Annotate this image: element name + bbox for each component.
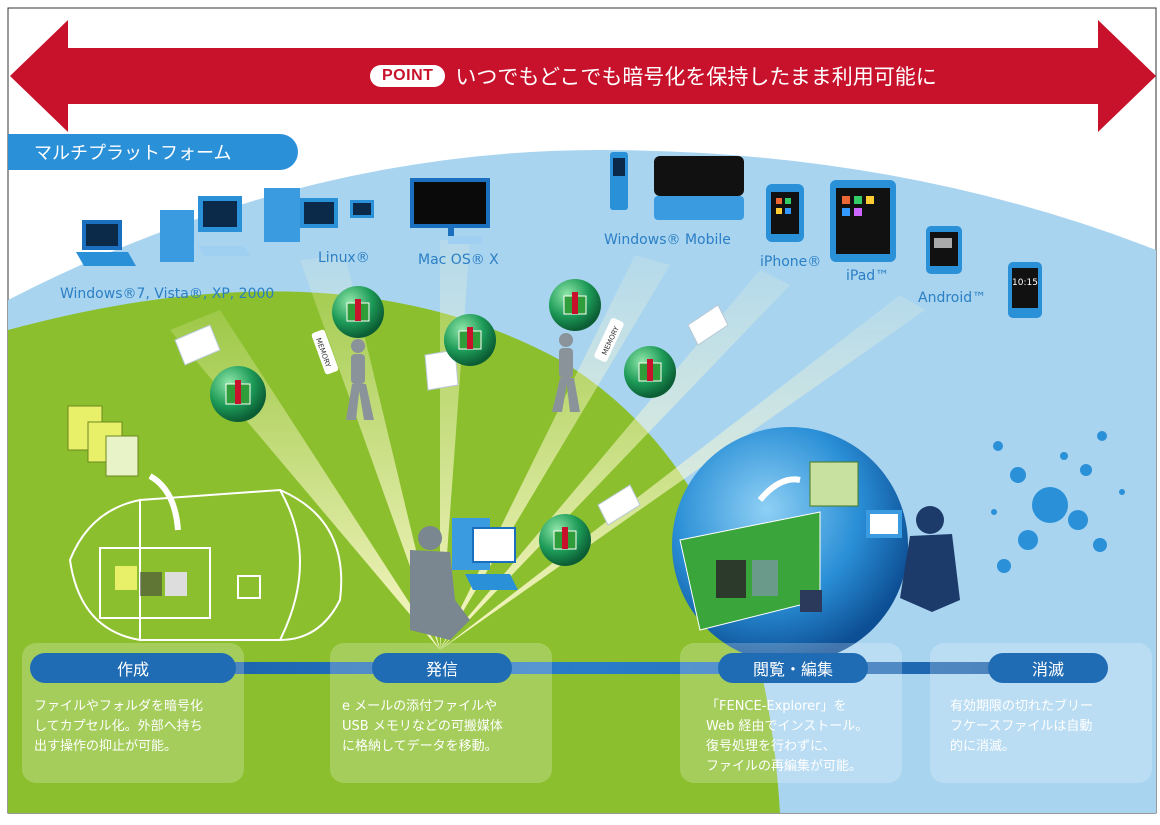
spreadsheet-icon	[809, 461, 859, 507]
banner-arrow	[10, 20, 1156, 132]
arrow-icon	[757, 476, 801, 502]
process-timeline	[140, 662, 1040, 674]
windows-mobile-label: Windows® Mobile	[604, 232, 731, 248]
encapsulation-illustration	[67, 405, 343, 642]
person-walking-icon	[346, 339, 374, 420]
linux-pc-icon	[264, 188, 374, 242]
step-title-view: 閲覧・編集	[718, 653, 868, 683]
windows-mobile-phone-icon	[610, 152, 628, 210]
encrypted-briefcase-balls	[210, 279, 676, 566]
envelope-icon	[597, 484, 641, 526]
person-icon	[418, 526, 442, 550]
linux-label: Linux®	[318, 250, 370, 266]
step-title-expire: 消滅	[988, 653, 1108, 683]
step-desc-expire: 有効期限の切れたブリー フケースファイルは自動 的に消滅。	[950, 699, 1094, 754]
clock-text: 10:15	[1012, 278, 1038, 288]
step-desc-view: 「FENCE-Explorer」を Web 経由でインストール。 復号処理を行わ…	[706, 699, 869, 774]
mac-label: Mac OS® X	[418, 252, 499, 268]
android-label: Android™	[918, 290, 987, 306]
iphone-icon	[766, 184, 804, 242]
step-title-create: 作成	[30, 653, 236, 683]
ipad-icon	[830, 180, 896, 262]
ipad-label: iPad™	[846, 268, 890, 284]
person-icon	[916, 506, 944, 534]
android-clock-phone-icon: 10:15	[1008, 262, 1042, 318]
central-user-computer	[410, 518, 518, 640]
email-envelopes	[174, 304, 729, 526]
step-desc-create: ファイルやフォルダを暗号化 してカプセル化。外部へ持ち 出す操作の抑止が可能。	[34, 699, 204, 754]
walking-people	[346, 333, 580, 420]
laptop-user	[866, 506, 960, 612]
view-edit-globe	[672, 427, 908, 663]
iphone-label: iPhone®	[760, 254, 822, 270]
document-icon	[105, 435, 139, 477]
vanishing-bubbles	[991, 431, 1125, 573]
padlock-icon	[237, 575, 261, 599]
arrow-icon	[148, 473, 181, 531]
windows-label: Windows®7, Vista®, XP, 2000	[60, 286, 275, 302]
android-phone-icon	[926, 226, 962, 274]
step-desc-send: e メールの添付ファイルや USB メモリなどの可搬媒体 に格納してデータを移動…	[342, 699, 503, 754]
windows-desktop-icon	[160, 196, 250, 262]
padlock-icon	[800, 590, 822, 612]
envelope-icon	[424, 349, 459, 391]
multiplatform-tab: マルチプラットフォーム	[8, 134, 298, 170]
banner-message: POINT いつでもどこでも暗号化を保持したまま利用可能に	[370, 58, 937, 94]
banner-text: いつでもどこでも暗号化を保持したまま利用可能に	[455, 65, 937, 89]
mac-monitor-icon	[410, 178, 490, 244]
windows-laptop-icon	[76, 220, 136, 266]
person-walking-icon	[552, 333, 580, 412]
keyboard-icon	[465, 574, 518, 590]
monitor-icon	[472, 527, 516, 563]
point-badge: POINT	[370, 65, 446, 87]
envelope-icon	[687, 304, 729, 346]
envelope-icon	[174, 324, 221, 366]
windows-mobile-device-icon	[654, 156, 744, 220]
step-title-send: 発信	[372, 653, 512, 683]
briefcase-outline-icon	[99, 547, 211, 619]
